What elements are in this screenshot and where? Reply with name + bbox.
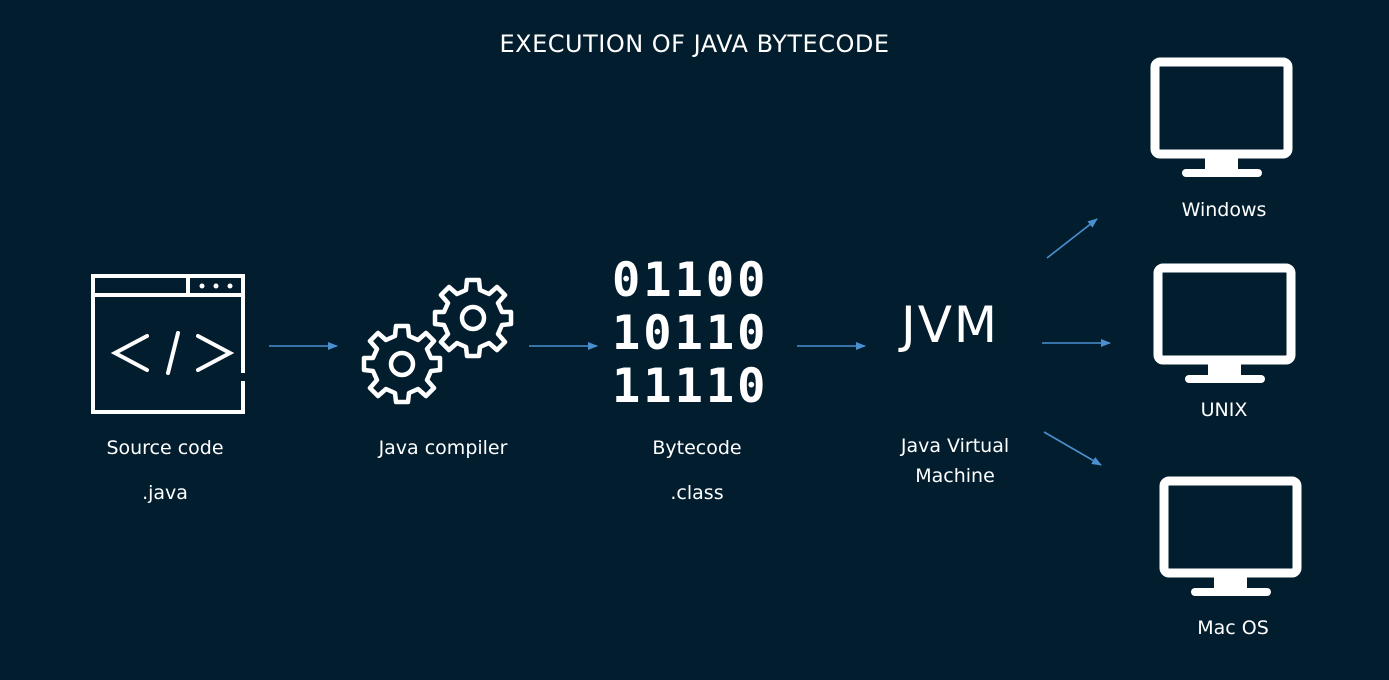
binary-row: 01100 <box>612 253 769 308</box>
monitor-icon <box>1159 476 1302 596</box>
monitor-icon <box>1153 263 1296 383</box>
jvm-label: JVM <box>900 296 1000 354</box>
diagram-title: EXECUTION OF JAVA BYTECODE <box>499 30 890 58</box>
binary-row: 11110 <box>612 359 769 414</box>
jvm-desc-line2: Machine <box>915 465 995 487</box>
code-window-icon <box>91 274 247 414</box>
bytecode-label: Bytecode <box>652 437 742 459</box>
arrow-icon <box>1046 218 1098 259</box>
platform-windows-label: Windows <box>1181 199 1267 221</box>
platform-unix-label: UNIX <box>1200 399 1248 421</box>
bytecode-sublabel: .class <box>670 482 724 504</box>
binary-icon: 01100 10110 11110 <box>612 254 768 413</box>
jvm-desc-line1: Java Virtual <box>900 435 1010 457</box>
arrow-icon <box>1043 431 1102 466</box>
monitor-icon <box>1150 57 1293 177</box>
source-sublabel: .java <box>142 482 188 504</box>
compiler-label: Java compiler <box>378 437 508 459</box>
source-label: Source code <box>106 437 224 459</box>
binary-row: 10110 <box>612 306 769 361</box>
platform-macos-label: Mac OS <box>1197 617 1269 639</box>
